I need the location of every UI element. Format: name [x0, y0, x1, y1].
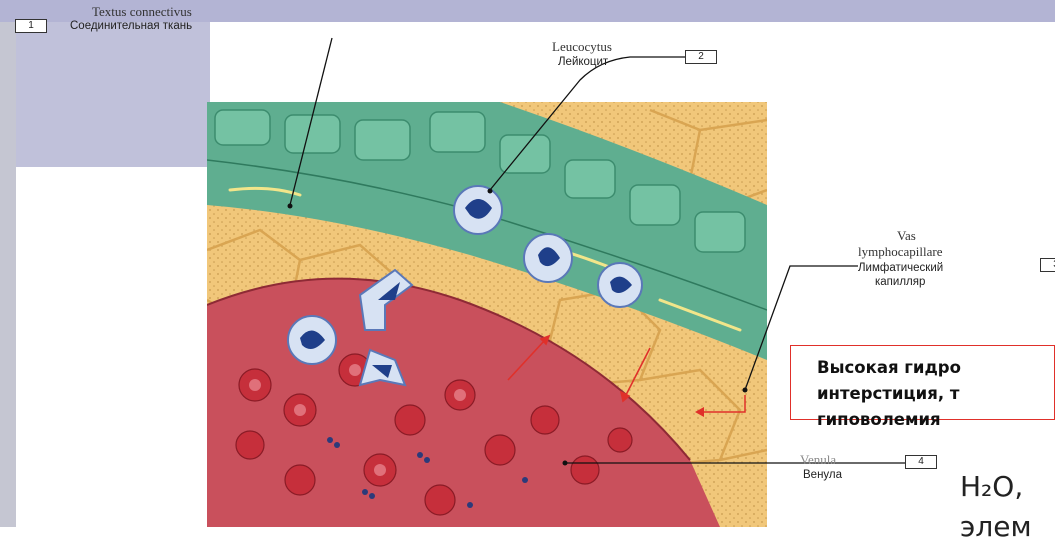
label3-latin-line1: Vas	[897, 228, 916, 244]
label4-latin: Venula	[800, 452, 836, 468]
label-number-4: 4	[905, 455, 937, 469]
label2-latin: Leucocytus	[552, 39, 612, 55]
label3-latin-line2: lymphocapillare	[858, 244, 942, 260]
label3-russian-line1: Лимфатический	[858, 262, 943, 274]
label-number-2: 2	[685, 50, 717, 64]
label1-russian: Соединительная ткань	[70, 20, 192, 32]
label1-latin: Textus connectivus	[92, 4, 192, 20]
label4-russian: Венула	[803, 469, 842, 481]
callout-line-3: гиповолемия	[817, 410, 941, 429]
callout-line-1: Высокая гидро	[817, 358, 961, 377]
callout-line-2: интерстиция, т	[817, 384, 959, 403]
label2-russian: Лейкоцит	[558, 56, 608, 68]
label-number-3: 3	[1040, 258, 1055, 272]
label-number-1: 1	[15, 19, 47, 33]
bottom-text-line-1: H₂O,	[960, 470, 1023, 503]
label3-russian-line2: капилляр	[875, 276, 925, 288]
hydrostatic-pressure-callout: Высокая гидро интерстиция, т гиповолемия	[790, 345, 1055, 420]
